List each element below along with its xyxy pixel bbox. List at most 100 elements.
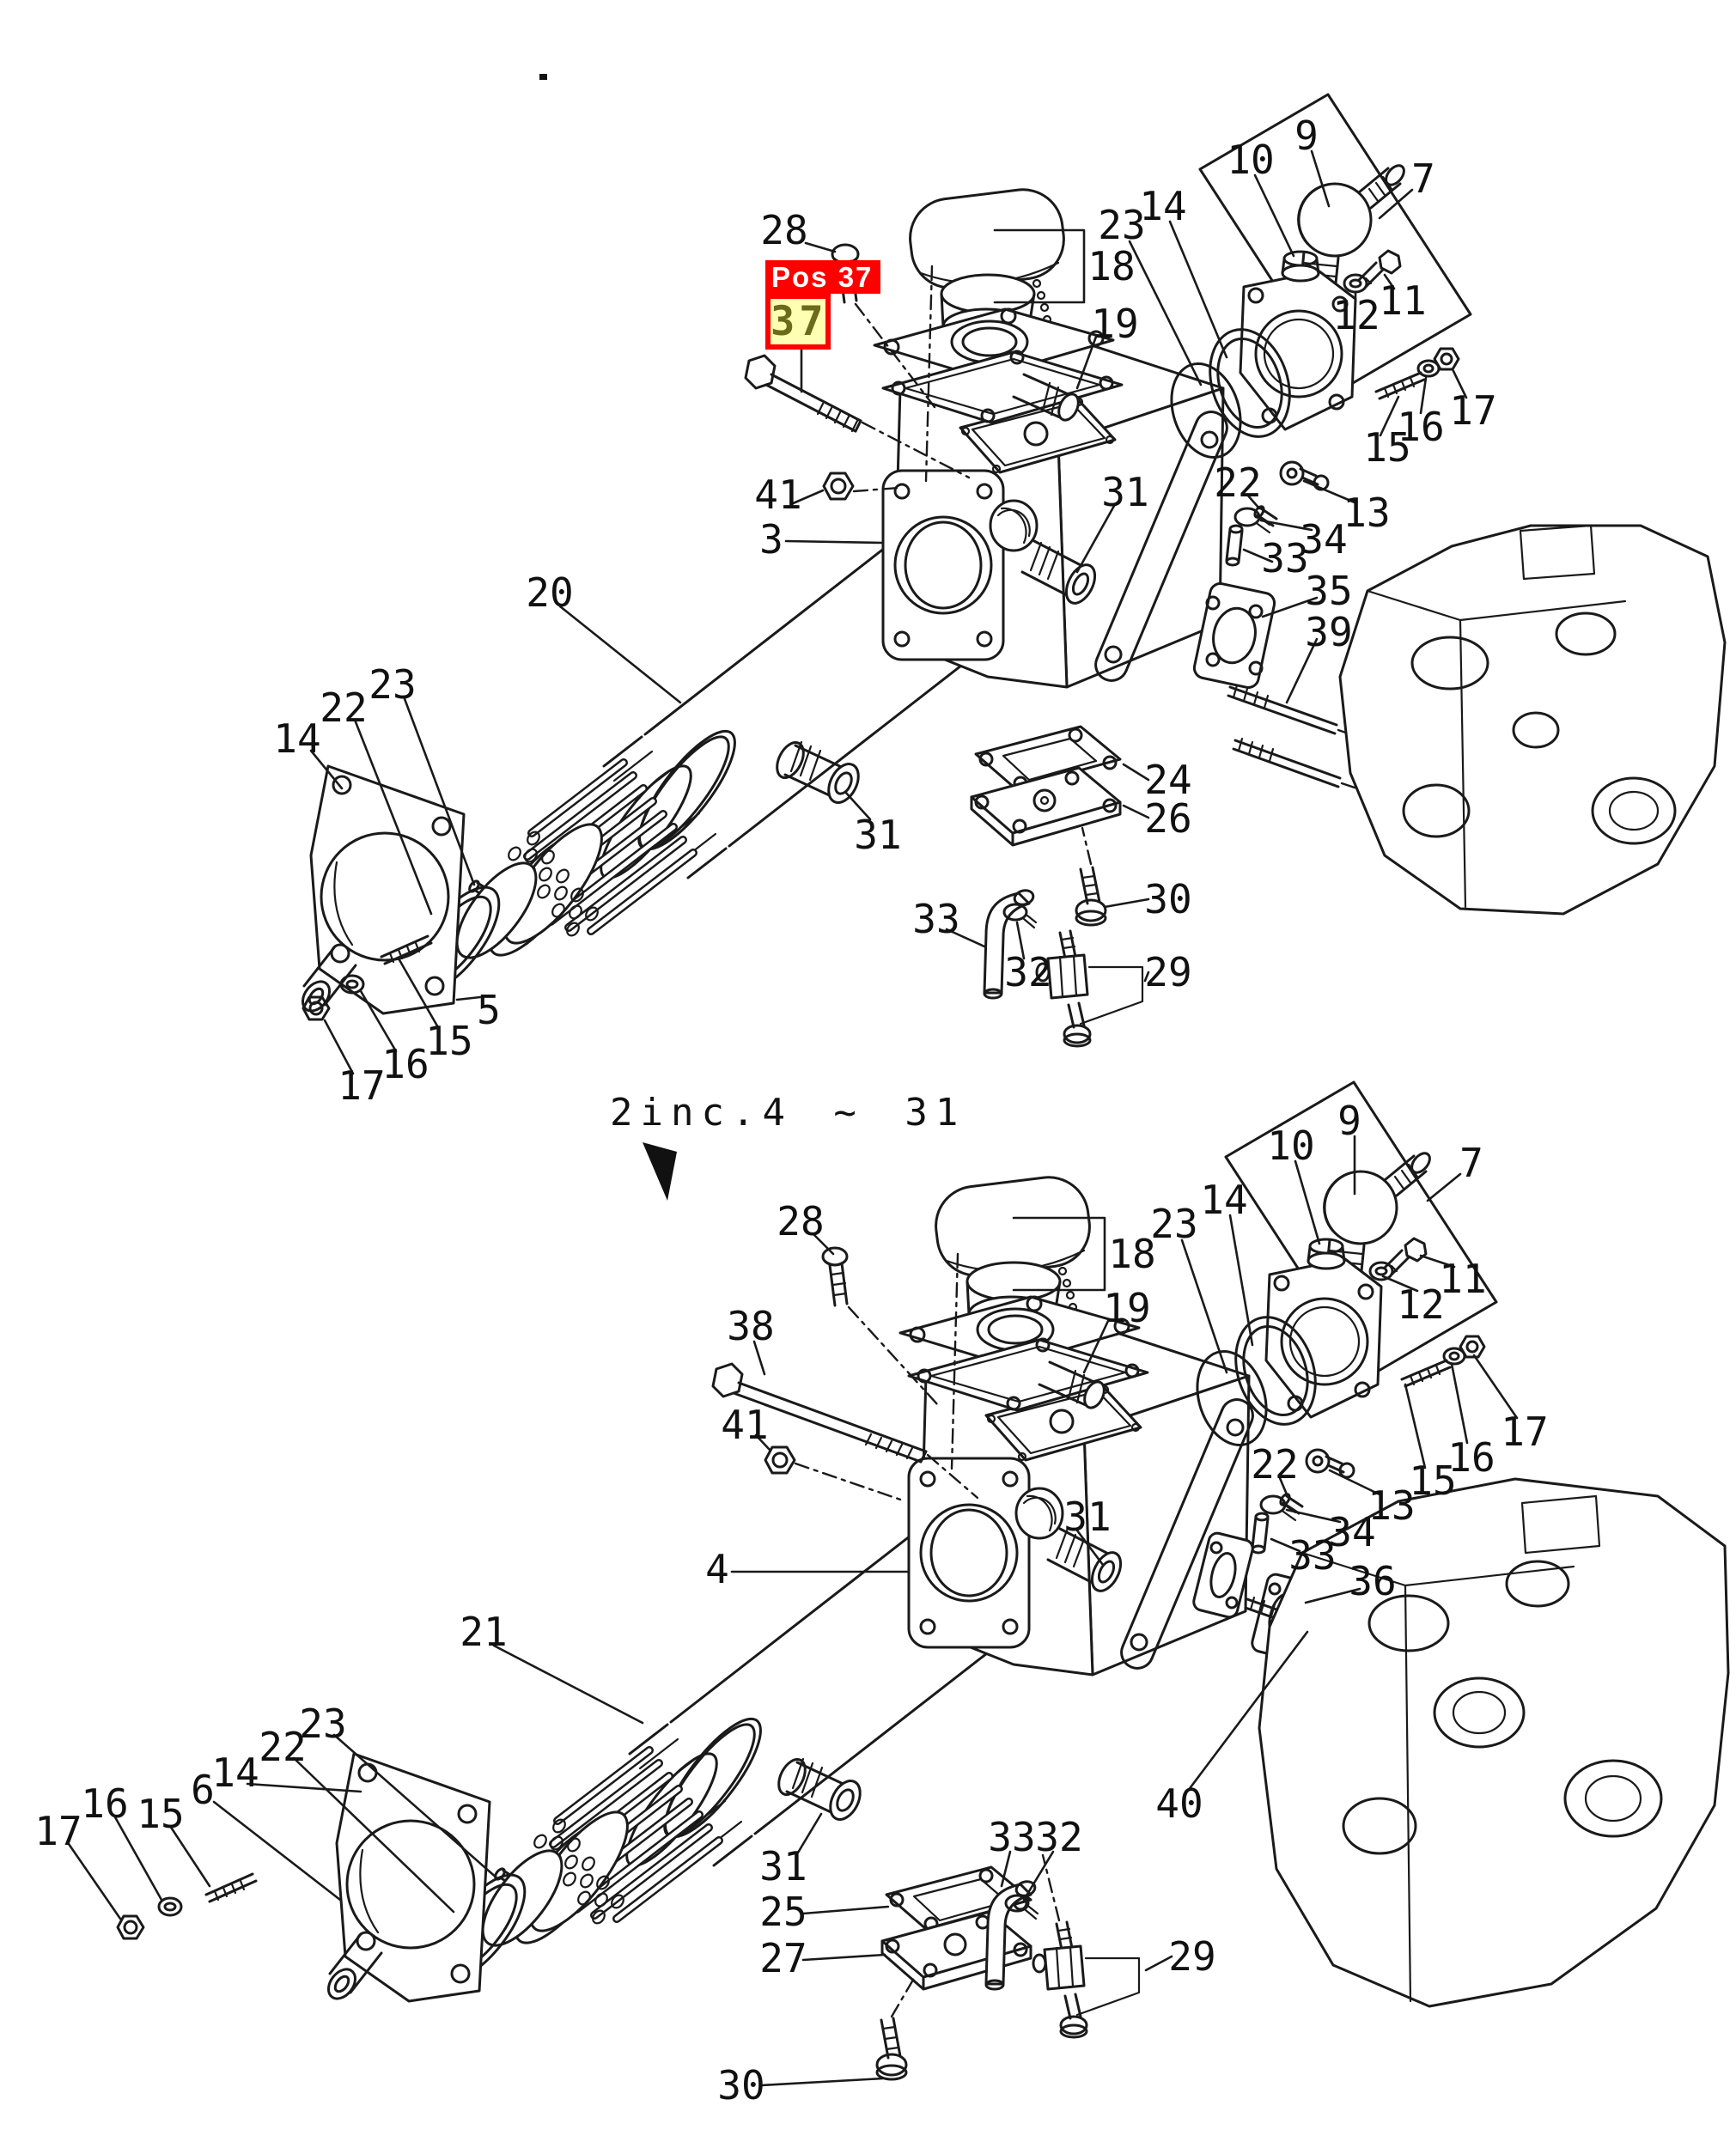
part-callout-u-16b[interactable]: 16 [381, 1041, 429, 1087]
part-callout-u-33a[interactable]: 33 [1261, 535, 1308, 581]
leader-line-u-33a [1242, 548, 1274, 563]
leader-line-u-33b [945, 928, 986, 948]
part-callout-u-9[interactable]: 9 [1294, 113, 1319, 159]
part-callout-u-24[interactable]: 24 [1144, 757, 1191, 803]
part-callout-l-34[interactable]: 34 [1328, 1509, 1375, 1555]
upper-cylinder-head [1338, 524, 1727, 916]
part-callout-l-33b[interactable]: 33 [988, 1814, 1035, 1860]
leader-line-l-31a [1075, 1529, 1105, 1567]
part-callout-l-30[interactable]: 30 [717, 2062, 764, 2109]
part-callout-u-31a[interactable]: 31 [1101, 469, 1148, 515]
leader-line-l-23b [332, 1733, 500, 1881]
part-callout-u-23a[interactable]: 23 [1098, 202, 1145, 248]
part-callout-u-41[interactable]: 41 [754, 472, 801, 518]
part-callout-l-40[interactable]: 40 [1155, 1780, 1203, 1827]
leader-line-u-31a [1075, 504, 1116, 574]
part-callout-l-16b[interactable]: 16 [81, 1780, 128, 1827]
part-callout-l-27[interactable]: 27 [759, 1935, 807, 1981]
part-callout-u-35[interactable]: 35 [1305, 568, 1352, 614]
part-callout-l-38[interactable]: 38 [727, 1303, 774, 1349]
part-callout-l-28[interactable]: 28 [777, 1198, 824, 1244]
part-callout-u-14b[interactable]: 14 [273, 715, 320, 762]
part-callout-u-32[interactable]: 32 [1004, 949, 1051, 995]
part-callout-u-17b[interactable]: 17 [338, 1062, 385, 1109]
leader-line-u-23a [1128, 240, 1203, 386]
part-callout-l-17b[interactable]: 17 [34, 1808, 82, 1854]
part-callout-l-12[interactable]: 12 [1397, 1281, 1444, 1328]
part-callout-l-4[interactable]: 4 [705, 1546, 729, 1592]
part-callout-l-19[interactable]: 19 [1103, 1285, 1150, 1331]
part-callout-u-12[interactable]: 12 [1332, 292, 1380, 338]
part-callout-u-34[interactable]: 34 [1300, 516, 1347, 563]
part-callout-l-33a[interactable]: 33 [1288, 1532, 1336, 1579]
part-callout-u-7[interactable]: 7 [1411, 155, 1435, 202]
part-callout-u-17a[interactable]: 17 [1449, 387, 1496, 434]
part-callout-u-11[interactable]: 11 [1379, 277, 1426, 324]
part-callout-l-14b[interactable]: 14 [211, 1750, 259, 1796]
leader-line-u-15a [1379, 395, 1400, 437]
part-callout-l-15a[interactable]: 15 [1409, 1457, 1456, 1504]
part-callout-l-14a[interactable]: 14 [1200, 1177, 1247, 1223]
upper-dash-lines [852, 302, 1093, 866]
leader-line-u-3 [784, 539, 885, 545]
part-callout-l-16a[interactable]: 16 [1447, 1434, 1495, 1481]
part-callout-l-18[interactable]: 18 [1108, 1231, 1155, 1277]
leader-line-l-16a [1450, 1362, 1469, 1445]
upper-nut-41 [822, 472, 855, 501]
part-callout-u-13[interactable]: 13 [1343, 490, 1390, 536]
part-callout-u-22b[interactable]: 22 [320, 685, 367, 731]
part-callout-u-26[interactable]: 26 [1144, 795, 1191, 842]
upper-assembly [297, 74, 1727, 1048]
part-callout-l-25[interactable]: 25 [759, 1889, 807, 1935]
highlighted-part-number[interactable]: 37 [765, 294, 831, 350]
part-callout-u-19[interactable]: 19 [1091, 301, 1138, 347]
part-callout-u-22a[interactable]: 22 [1214, 459, 1261, 506]
part-callout-l-32[interactable]: 32 [1035, 1814, 1082, 1860]
part-callout-l-31a[interactable]: 31 [1063, 1494, 1111, 1540]
part-callout-l-41[interactable]: 41 [721, 1402, 768, 1448]
part-callout-u-28[interactable]: 28 [760, 207, 807, 253]
upper-left-fasteners [302, 934, 433, 1021]
part-callout-u-31b[interactable]: 31 [854, 812, 901, 858]
leader-line-u-20 [558, 605, 682, 704]
part-callout-l-22a[interactable]: 22 [1251, 1441, 1298, 1488]
part-callout-l-13[interactable]: 13 [1367, 1482, 1415, 1529]
part-callout-u-29[interactable]: 29 [1144, 949, 1191, 995]
part-callout-u-20[interactable]: 20 [526, 569, 573, 616]
leader-line-l-14b [246, 1782, 362, 1793]
part-callout-l-23b[interactable]: 23 [299, 1701, 346, 1747]
part-callout-u-15b[interactable]: 15 [425, 1018, 472, 1064]
leader-line-u-16a [1419, 376, 1428, 415]
part-callout-l-22b[interactable]: 22 [259, 1724, 306, 1770]
leader-line-u-15b [397, 957, 441, 1031]
part-callout-l-15b[interactable]: 15 [137, 1791, 184, 1837]
part-callout-l-29[interactable]: 29 [1168, 1933, 1215, 1980]
part-callout-l-23a[interactable]: 23 [1150, 1201, 1197, 1247]
part-callout-u-39[interactable]: 39 [1305, 609, 1352, 655]
part-callout-l-6[interactable]: 6 [191, 1767, 215, 1813]
part-callout-u-10[interactable]: 10 [1227, 137, 1274, 183]
stray-dot [539, 74, 547, 80]
part-callout-u-30[interactable]: 30 [1144, 876, 1191, 922]
part-callout-u-14a[interactable]: 14 [1139, 183, 1186, 229]
leader-line-l-22a [1278, 1476, 1288, 1496]
leader-line-l-27 [801, 1953, 886, 1962]
pos-highlight-badge[interactable]: Pos 37 37 [765, 260, 880, 350]
part-callout-l-17a[interactable]: 17 [1501, 1409, 1548, 1455]
part-callout-u-3[interactable]: 3 [759, 516, 783, 563]
part-callout-u-16a[interactable]: 16 [1397, 404, 1444, 450]
part-callout-l-21[interactable]: 21 [460, 1609, 507, 1655]
part-callout-l-7[interactable]: 7 [1459, 1140, 1483, 1186]
part-callout-u-23b[interactable]: 23 [369, 661, 416, 708]
upper-bolt-37-highlighted-part[interactable] [744, 354, 862, 433]
part-callout-u-33b[interactable]: 33 [912, 896, 959, 942]
part-callout-l-36[interactable]: 36 [1349, 1558, 1396, 1604]
part-callout-l-9[interactable]: 9 [1337, 1098, 1361, 1144]
part-callout-u-18[interactable]: 18 [1087, 243, 1135, 289]
part-callout-u-15a[interactable]: 15 [1363, 424, 1410, 471]
part-callout-l-10[interactable]: 10 [1267, 1123, 1314, 1169]
part-callout-u-5[interactable]: 5 [477, 987, 501, 1033]
part-callout-l-31b[interactable]: 31 [759, 1843, 807, 1889]
part-callout-l-11[interactable]: 11 [1439, 1256, 1486, 1302]
